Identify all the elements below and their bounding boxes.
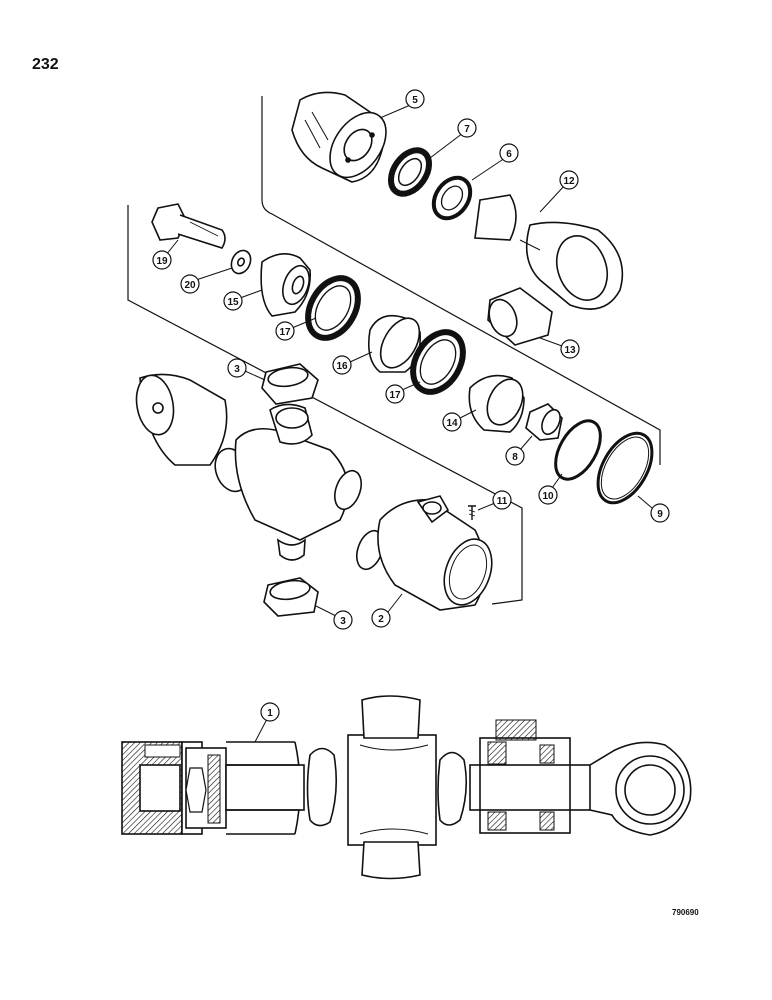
part-wiper-seal [387,147,433,197]
callout-9-label: 9 [657,509,663,520]
part-setscrew [468,505,476,520]
part-barrel-section [135,373,228,466]
part-bushing-upper [261,363,319,405]
part-o-ring [554,419,602,481]
part-small-bushing [525,403,563,441]
callout-14-label: 14 [446,418,458,429]
callout-9: 9 [637,495,670,523]
callout-13: 13 [539,337,580,359]
part-barrel-end [356,495,493,611]
callout-12: 12 [539,170,579,213]
callout-8: 8 [505,435,533,466]
callout-5-label: 5 [412,95,418,106]
callout-11-label: 11 [497,496,508,507]
callout-8-label: 8 [512,452,518,463]
part-bushing-lower [263,577,319,617]
callout-10-label: 10 [542,491,554,502]
callout-12-label: 12 [563,176,575,187]
callout-17a-label: 17 [279,327,291,338]
callout-17a: 17 [275,317,317,341]
callout-10: 10 [538,473,563,505]
callout-19: 19 [152,239,179,270]
group-outline-lower [127,205,523,605]
callout-11: 11 [477,490,512,511]
callout-19-label: 19 [156,256,168,267]
callout-1-label: 1 [267,708,273,719]
part-piston-nut [260,253,312,317]
part-trunnion [214,403,362,561]
page-number: 232 [32,56,59,73]
callout-17b: 17 [385,381,421,404]
part-rod-seal [431,175,473,221]
part-piston-seal-a [305,275,361,341]
callout-16: 16 [332,351,373,375]
callout-17b-label: 17 [389,390,401,401]
callout-20-label: 20 [184,280,196,291]
part-eye-bushing [487,287,553,346]
part-head-gland [291,91,387,183]
callout-7: 7 [429,118,477,159]
part-bolt [151,203,226,249]
part-piston [367,314,422,373]
part-spacer [468,374,525,433]
callout-5: 5 [379,89,425,119]
callout-3a: 3 [227,358,266,381]
callout-15: 15 [223,289,263,311]
part-backup-ring [596,431,654,505]
callout-14: 14 [442,409,477,432]
callout-6-label: 6 [506,149,512,160]
callout-16-label: 16 [336,361,348,372]
assembled-cylinder [121,695,692,880]
callout-6: 6 [471,143,519,181]
callout-2: 2 [371,593,403,628]
part-piston-seal-b [410,329,466,395]
callout-3b-label: 3 [340,616,346,627]
callout-15-label: 15 [227,297,239,308]
part-rod-eye [474,194,624,310]
figure-code: 790690 [672,908,699,917]
callout-1: 1 [254,702,280,743]
callout-20: 20 [180,267,233,294]
part-washer [230,249,252,275]
callout-2-label: 2 [378,614,384,625]
callout-13-label: 13 [564,345,576,356]
callout-3a-label: 3 [234,364,240,375]
callout-3b: 3 [315,605,353,630]
group-outline-upper [261,96,661,465]
callout-7-label: 7 [464,124,470,135]
